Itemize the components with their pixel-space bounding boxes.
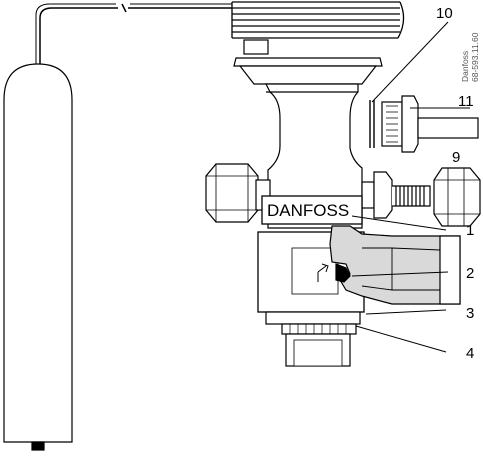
side-text-line1: Danfoss	[460, 51, 470, 82]
outlet-pipe-inner	[293, 339, 343, 367]
leader-3	[365, 309, 447, 315]
inlet-nut	[205, 163, 259, 223]
callout-1: 1	[466, 222, 474, 239]
brand-label: DANFOSS	[267, 201, 349, 220]
flare-nut	[433, 167, 481, 227]
bottom-ring	[265, 311, 361, 325]
inner-window	[291, 247, 339, 295]
bulb-tip	[31, 441, 45, 451]
cartridge-outlet	[439, 235, 461, 305]
brand-plate	[261, 195, 363, 225]
capillary-tube-2	[35, 3, 232, 66]
outlet-fitting-teeth	[289, 324, 347, 334]
leader-10	[371, 21, 449, 103]
callout-2: 2	[466, 265, 474, 282]
callout-11: 11	[458, 93, 474, 110]
outlet-stub	[361, 181, 375, 209]
callout-3: 3	[466, 305, 474, 322]
flow-arrow	[317, 263, 329, 282]
valve-pin	[335, 263, 351, 283]
diaphragm-dome	[238, 65, 378, 85]
outlet-nut	[373, 171, 393, 219]
callout-10: 10	[436, 5, 453, 22]
leader-2	[351, 271, 449, 277]
gasket	[369, 100, 375, 148]
cartridge-inner	[361, 247, 441, 291]
leader-4	[355, 325, 447, 353]
callout-4: 4	[466, 345, 474, 362]
outlet-fitting	[281, 323, 357, 335]
outlet-thread	[392, 185, 431, 207]
filter-hex	[401, 95, 419, 153]
diaphragm-housing	[233, 57, 383, 67]
side-text-line2: 68-593.11.60	[470, 32, 480, 82]
element-neck	[243, 39, 269, 55]
orifice-cartridge	[329, 225, 461, 305]
leader-1	[351, 215, 447, 231]
valve-body	[265, 83, 363, 229]
solder-tube	[417, 117, 479, 139]
side-caption: Danfoss 68-593.11.60	[460, 32, 480, 82]
capillary-tube	[39, 3, 232, 64]
filter-thread	[386, 105, 398, 143]
sensing-bulb	[3, 63, 73, 443]
callout-9: 9	[452, 149, 460, 166]
diaphragm-coil	[231, 1, 405, 39]
